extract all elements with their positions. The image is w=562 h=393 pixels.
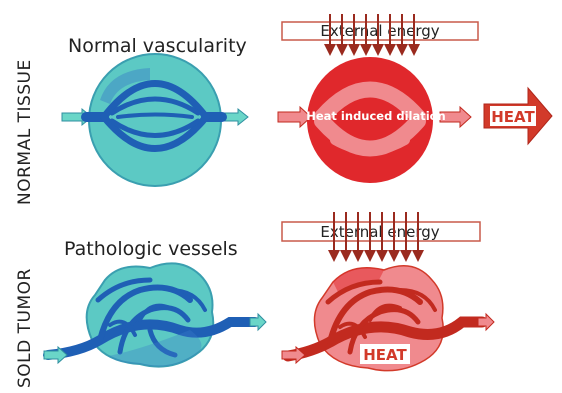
normal-tissue-diagram: [62, 54, 248, 186]
pathologic-vessels-title: Pathologic vessels: [64, 238, 238, 260]
heat-induced-dilation-label: Heat induced dilation: [306, 109, 446, 123]
heated-tumor-outlet-arrow: [478, 314, 494, 330]
heated-normal-diagram: External energy Heat induced dilation HE…: [278, 14, 552, 183]
tumor-heat-label: HEAT: [363, 346, 407, 364]
external-energy-label-bottom: External energy: [320, 223, 439, 241]
external-energy-label-top: External energy: [320, 22, 439, 40]
tumor-outlet-arrow: [250, 314, 266, 330]
row-label-solid-tumor: SOLD TUMOR: [15, 268, 35, 388]
heated-tumor-diagram: External energy HEAT: [282, 212, 494, 371]
row-label-normal-tissue: NORMAL TISSUE: [15, 59, 35, 205]
pathologic-vessels-diagram: [44, 263, 266, 366]
heat-output-label: HEAT: [491, 108, 535, 126]
